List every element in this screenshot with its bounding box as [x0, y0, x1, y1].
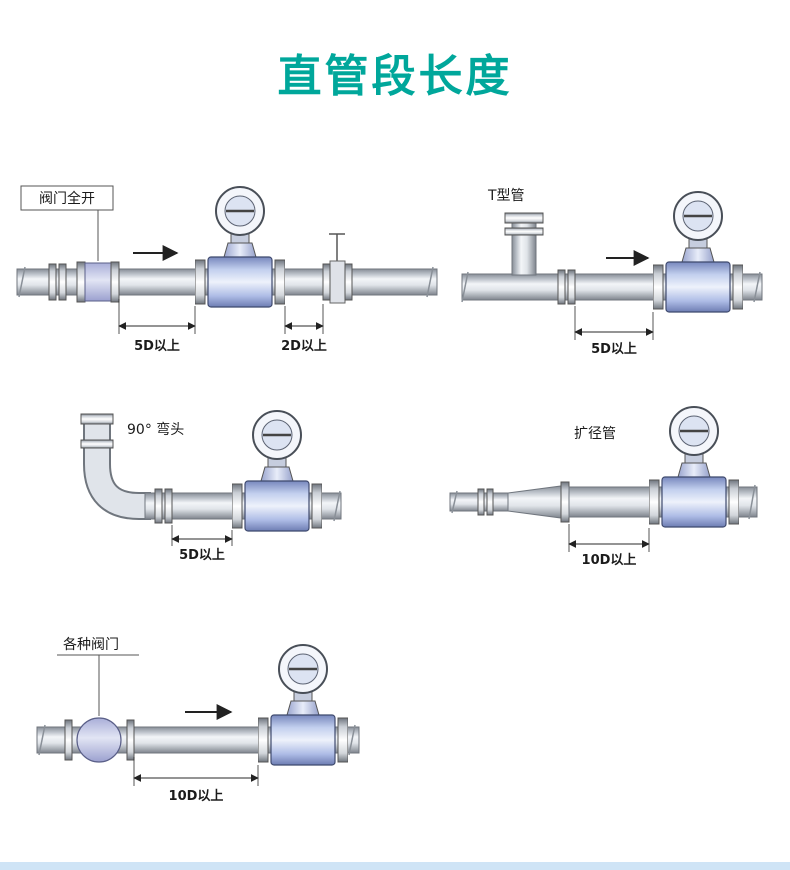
elbow	[80, 413, 151, 520]
dimension: 10D以上	[568, 524, 650, 568]
valve-label-callout: 各种阀门	[57, 637, 139, 716]
flange-joint	[557, 269, 576, 305]
dim-10d-label: 10D以上	[582, 553, 637, 568]
dim-5d-label: 5D以上	[179, 548, 225, 563]
dim-2d-label: 2D以上	[281, 339, 327, 354]
page-title: 直管段长度	[277, 51, 513, 102]
valve-open-label: 阀门全开	[39, 190, 95, 207]
valve	[76, 261, 120, 303]
diagram-t-pipe: T型管 5D以上	[461, 188, 763, 357]
dimension-downstream: 2D以上	[281, 304, 327, 354]
valve-label-callout: 阀门全开	[20, 185, 114, 261]
flange-joint	[154, 488, 173, 524]
downstream-fitting	[322, 233, 353, 304]
t-branch	[504, 212, 544, 276]
pipe-break-right	[426, 266, 434, 298]
pipe-break-left	[451, 490, 458, 514]
small-pipe	[449, 488, 509, 516]
diagram-various-valves: 各种阀门 10D以上	[36, 637, 360, 804]
dimension-upstream: 5D以上	[118, 299, 196, 354]
dim-10d-label: 10D以上	[169, 789, 224, 804]
dimension: 5D以上	[574, 306, 654, 357]
reducer-cone	[507, 481, 570, 523]
dimension: 5D以上	[171, 525, 233, 563]
pipe-break-right	[333, 490, 341, 522]
pipe-break-left	[18, 266, 26, 298]
pipe-break-right	[348, 724, 356, 756]
pipe-break-right	[748, 484, 756, 520]
flowmeter	[195, 185, 285, 309]
dimension: 10D以上	[133, 757, 259, 804]
expander-label: 扩径管	[574, 426, 616, 442]
various-valves-label: 各种阀门	[63, 637, 119, 653]
dim-5d-label: 5D以上	[134, 339, 180, 354]
flowmeter	[232, 409, 322, 533]
pipe-break-left	[38, 724, 46, 756]
ball-valve	[64, 717, 135, 763]
flowmeter	[649, 405, 739, 529]
bottom-strip	[0, 862, 790, 870]
dim-5d-label: 5D以上	[591, 342, 637, 357]
diagram-90-elbow: 90° 弯头 5D以上	[80, 409, 342, 563]
diagram-valve-fully-open: 阀门全开 5D以上 2D以上	[16, 185, 438, 354]
flowmeter	[653, 190, 743, 314]
t-pipe-label: T型管	[487, 188, 525, 204]
pipe-break-right	[753, 271, 761, 303]
diagram-expander: 扩径管 10D以上	[449, 405, 758, 568]
flowmeter	[258, 643, 348, 767]
pipe-break-left	[461, 271, 469, 303]
flange-joint	[48, 263, 67, 301]
elbow-label: 90° 弯头	[127, 421, 184, 438]
